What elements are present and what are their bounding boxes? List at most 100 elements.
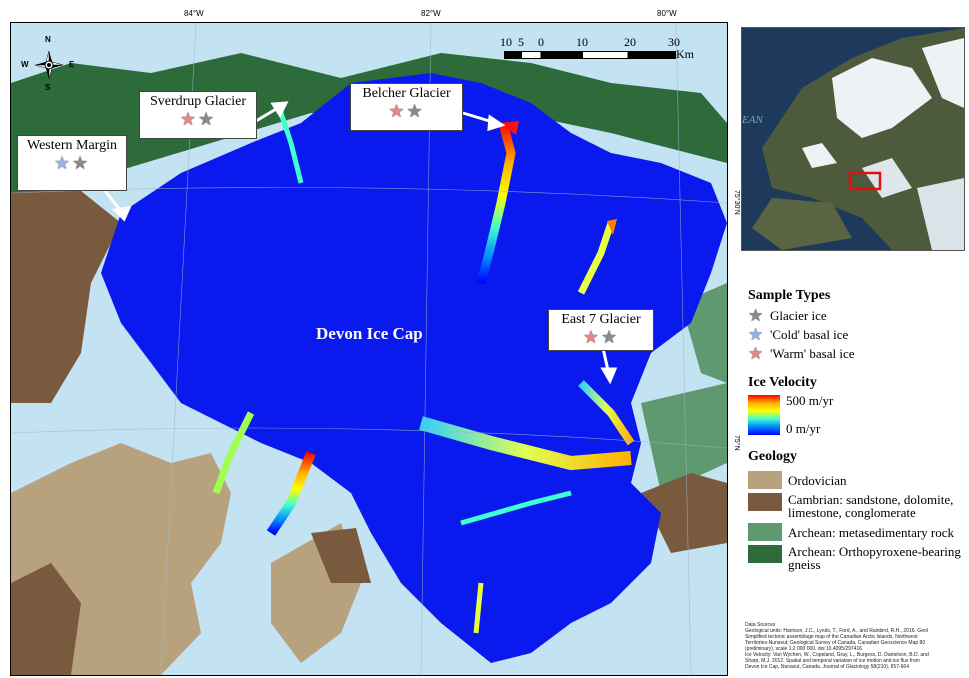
sources-line: Territories-Nunavut; Geological Survey o…: [745, 640, 926, 646]
legend-label: Cambrian: sandstone, dolomite,limestone,…: [788, 492, 954, 520]
velocity-colorbar: [748, 395, 780, 435]
flow-east-north-terminus: [607, 219, 617, 235]
flow-east-central: [419, 416, 632, 471]
scale-tick: 30: [668, 35, 680, 49]
north-label: N: [45, 35, 51, 44]
sources-line: Ice Velocity: Van Wychen, W., Copeland, …: [745, 652, 929, 658]
land-archean-east: [641, 383, 727, 493]
sources-line: Simplified tectonic assemblage map of th…: [745, 634, 918, 640]
scale-tick: 0: [538, 35, 544, 49]
archean-gneiss-swatch: [748, 545, 782, 563]
flow-south-2: [212, 411, 255, 495]
legend-label: Glacier ice: [770, 307, 827, 323]
flow-south-1: [266, 451, 316, 536]
legend-sample-glacier-ice: ★ Glacier ice: [748, 306, 969, 325]
flow-belcher: [476, 121, 516, 285]
warm-basal-ice-star-icon: ★: [388, 101, 407, 121]
south-label: S: [45, 83, 51, 92]
callout-stars: ★★: [555, 328, 647, 346]
legend: Sample Types ★ Glacier ice ★ 'Cold' basa…: [748, 288, 969, 575]
glacier-ice-star-icon: ★: [198, 109, 217, 129]
scale-tick: 20: [624, 35, 636, 49]
inset-canvas: [742, 28, 964, 250]
legend-geology-cambrian: Cambrian: sandstone, dolomite,limestone,…: [748, 493, 969, 519]
west-label: W: [21, 60, 29, 69]
scale-tick: 10: [576, 35, 588, 49]
scale-bar: 10 5 0 10 20 30 Km: [496, 35, 696, 69]
callout-stars: ★★: [24, 154, 120, 172]
cold-basal-ice-star-icon: ★: [748, 324, 764, 344]
flow-south-3: [473, 582, 484, 634]
map-title: Devon Ice Cap: [316, 324, 423, 343]
flow-southeast: [460, 490, 572, 526]
ordovician-swatch: [748, 471, 782, 489]
callout-arrows: [89, 101, 618, 385]
flow-east7: [578, 380, 635, 446]
glacier-ice-star-icon: ★: [72, 153, 91, 173]
latitude-label: 75°30'N: [733, 190, 740, 215]
study-area-box: [848, 171, 882, 191]
sources-line: (preliminary), scale 1:2 000 000. doi:10…: [745, 646, 863, 652]
warm-basal-ice-star-icon: ★: [582, 327, 601, 347]
land-archean-east-2: [641, 473, 727, 553]
archean-metasedimentary-swatch: [748, 523, 782, 541]
flow-sverdrup: [278, 112, 304, 184]
legend-geology-ordovician: Ordovician: [748, 471, 969, 489]
sources-line: Data Sources: [745, 622, 776, 628]
callout-western-margin: Western Margin ★★: [17, 135, 127, 191]
legend-label: Archean: metasedimentary rock: [788, 525, 955, 540]
latitude-label: 75°N: [733, 435, 740, 451]
land-archean-north: [11, 53, 727, 193]
velocity-ramp: 500 m/yr 0 m/yr: [748, 393, 969, 437]
scale-tick: 5: [518, 35, 524, 49]
velocity-min-label: 0 m/yr: [786, 421, 821, 436]
callout-stars: ★★: [357, 102, 456, 120]
velocity-max-label: 500 m/yr: [786, 393, 834, 408]
sources-line: Sharp, M.J. 2012. Spatial and temporal v…: [745, 658, 920, 664]
scale-unit: Km: [676, 47, 694, 61]
flow-belcher-terminus: [499, 121, 519, 135]
callout-label: Belcher Glacier: [362, 86, 451, 101]
legend-label: Ordovician: [788, 473, 847, 488]
inset-ocean-label: EAN: [742, 114, 763, 126]
cold-basal-ice-star-icon: ★: [53, 153, 72, 173]
glacier-ice-star-icon: ★: [748, 305, 764, 325]
longitude-label: 80°W: [657, 9, 677, 18]
sample-types-title: Sample Types: [748, 288, 831, 303]
sources-line: Geological units: Harrison, J.C., Lynds,…: [745, 628, 928, 634]
callout-label: Western Margin: [27, 138, 117, 153]
callout-sverdrup-glacier: Sverdrup Glacier ★★: [139, 91, 257, 139]
ice-velocity-title: Ice Velocity: [748, 375, 817, 390]
east-label: E: [69, 60, 75, 69]
inset-map: EAN: [741, 27, 965, 251]
data-sources: Data Sources Geological units: Harrison,…: [745, 622, 969, 670]
legend-label: 'Warm' basal ice: [770, 345, 855, 361]
land-cambrian-west: [11, 173, 121, 403]
legend-sample-cold-basal-ice: ★ 'Cold' basal ice: [748, 325, 969, 344]
land-cambrian-southwest: [11, 563, 81, 675]
sources-line: Devon Ice Cap, Nunavut, Canada. Journal …: [745, 664, 909, 670]
callout-label: Sverdrup Glacier: [149, 94, 247, 109]
callout-belcher-glacier: Belcher Glacier ★★: [350, 83, 463, 131]
map-frame: N S W E Devon Ice Cap Western Margin ★★ …: [10, 22, 728, 676]
scale-bar-segments: [504, 51, 676, 59]
cambrian-swatch: [748, 493, 782, 511]
land-cambrian-south: [311, 528, 371, 583]
longitude-label: 84°W: [184, 9, 204, 18]
callout-label: East 7 Glacier: [561, 312, 641, 327]
warm-basal-ice-star-icon: ★: [179, 109, 198, 129]
legend-sample-warm-basal-ice: ★ 'Warm' basal ice: [748, 344, 969, 363]
legend-geology-archean-metasedimentary: Archean: metasedimentary rock: [748, 523, 969, 541]
legend-label: 'Cold' basal ice: [770, 326, 849, 342]
flow-east-north: [577, 221, 615, 295]
longitude-label: 82°W: [421, 9, 441, 18]
warm-basal-ice-star-icon: ★: [748, 343, 764, 363]
north-arrow-icon: [34, 50, 64, 80]
callout-east-7-glacier: East 7 Glacier ★★: [548, 309, 654, 351]
geology-title: Geology: [748, 449, 797, 464]
scale-tick: 10: [500, 35, 512, 49]
ice-cap: [101, 73, 727, 663]
glacier-ice-star-icon: ★: [406, 101, 425, 121]
